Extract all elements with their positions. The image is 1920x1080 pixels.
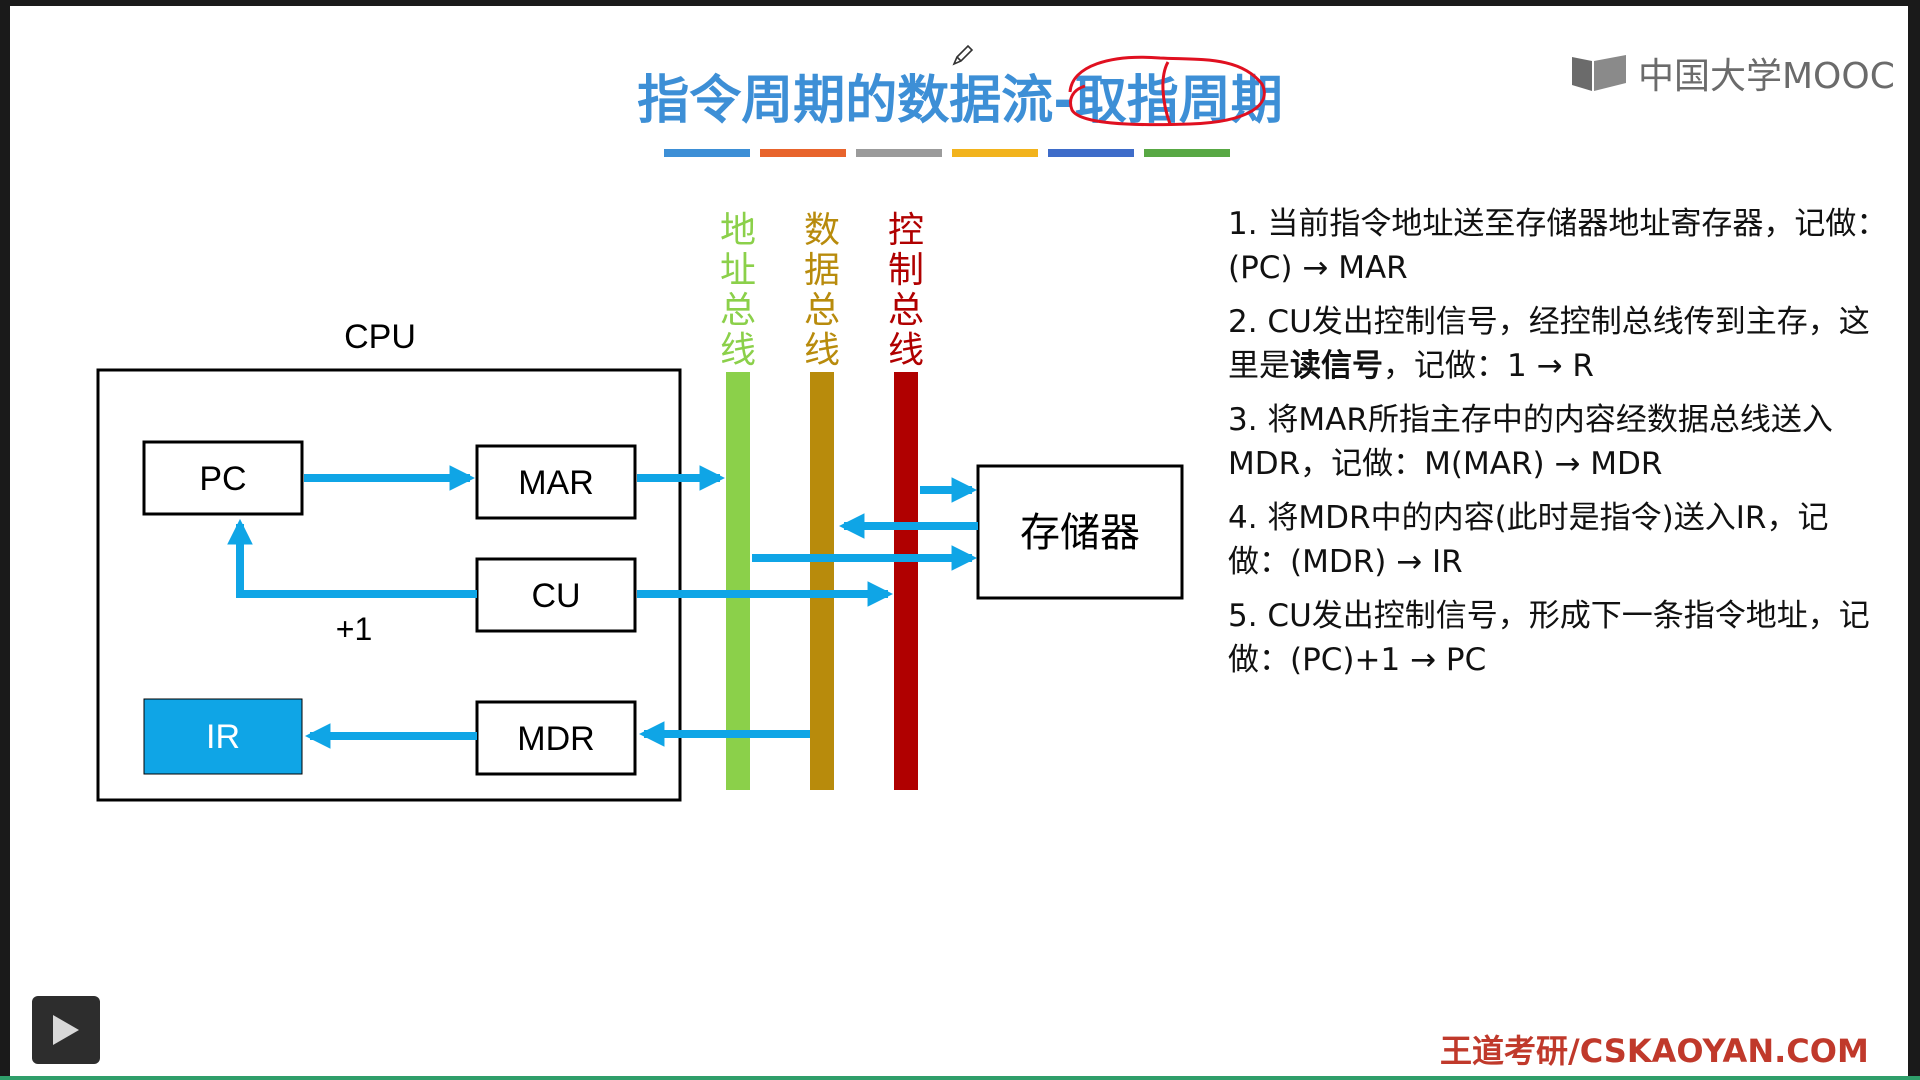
step-list: 1. 当前指令地址送至存储器地址寄存器，记做：(PC) → MAR 2. CU发出… <box>1228 202 1888 692</box>
svg-text:制: 制 <box>888 250 924 291</box>
color-bar-segment <box>760 149 846 157</box>
footer-brand: 王道考研/CSKAOYAN.COM <box>1440 1032 1869 1070</box>
data-bus-label: 数据总线 <box>804 210 840 371</box>
mooc-logo: 中国大学MOOC <box>1570 48 1895 98</box>
video-progress-bar[interactable] <box>0 1076 1920 1080</box>
play-icon <box>53 1015 79 1045</box>
memory-box <box>976 464 1184 600</box>
control-bus <box>894 372 918 790</box>
step-item: 5. CU发出控制信号，形成下一条指令地址，记做：(PC)+1 → PC <box>1228 598 1870 678</box>
play-button[interactable] <box>32 996 100 1064</box>
increment-label: +1 <box>336 611 372 647</box>
ir-register <box>143 698 303 775</box>
svg-text:线: 线 <box>888 330 924 371</box>
color-bar-segment <box>664 149 750 157</box>
hand-drawn-circle <box>1068 55 1266 127</box>
cpu-label: CPU <box>344 318 416 356</box>
svg-text:据: 据 <box>804 250 840 291</box>
logo-text: 中国大学MOOC <box>1638 56 1895 97</box>
mdr-register <box>475 700 637 776</box>
color-bar-segment <box>952 149 1038 157</box>
svg-text:数: 数 <box>804 210 840 251</box>
address-bus <box>726 372 750 790</box>
svg-text:控: 控 <box>888 210 924 251</box>
cpu-box <box>96 368 682 802</box>
svg-text:总: 总 <box>720 290 756 331</box>
hand-drawn-divider <box>1161 61 1172 125</box>
svg-text:总: 总 <box>804 290 840 331</box>
svg-text:总: 总 <box>888 290 924 331</box>
slide: 指令周期的数据流-取指周期 中国大学MOOC CPU PC MAR CU <box>10 6 1908 1076</box>
svg-text:线: 线 <box>804 330 840 371</box>
arrow-cu-to-pc-increment <box>227 518 477 598</box>
svg-text:地: 地 <box>720 210 756 251</box>
color-bar-segment <box>856 149 942 157</box>
ir-label: IR <box>206 718 240 756</box>
step-item: 2. CU发出控制信号，经控制总线传到主存，这里是读信号，记做：1 → R <box>1228 304 1870 384</box>
cu-unit <box>475 557 637 633</box>
svg-text:址: 址 <box>720 250 756 291</box>
step-item: 1. 当前指令地址送至存储器地址寄存器，记做：(PC) → MAR <box>1228 206 1888 286</box>
mdr-label: MDR <box>517 720 594 758</box>
pc-label: PC <box>199 460 246 498</box>
cu-label: CU <box>531 577 580 615</box>
annotation-layer <box>1068 55 1266 127</box>
pen-cursor-icon <box>952 44 974 66</box>
color-bar-segment <box>1048 149 1134 157</box>
pc-register <box>142 440 304 516</box>
control-bus-label: 控制总线 <box>888 210 924 371</box>
step-item: 4. 将MDR中的内容(此时是指令)送入IR，记做：(MDR) → IR <box>1228 500 1829 580</box>
color-bar-segment <box>1144 149 1230 157</box>
mar-label: MAR <box>518 464 594 502</box>
book-icon <box>1572 55 1626 91</box>
slide-title: 指令周期的数据流-取指周期 <box>637 71 1283 131</box>
mar-register <box>475 444 637 520</box>
data-bus <box>810 372 834 790</box>
step-item: 3. 将MAR所指主存中的内容经数据总线送入MDR，记做：M(MAR) → MD… <box>1228 402 1833 482</box>
memory-label: 存储器 <box>1020 511 1140 555</box>
svg-text:线: 线 <box>720 330 756 371</box>
